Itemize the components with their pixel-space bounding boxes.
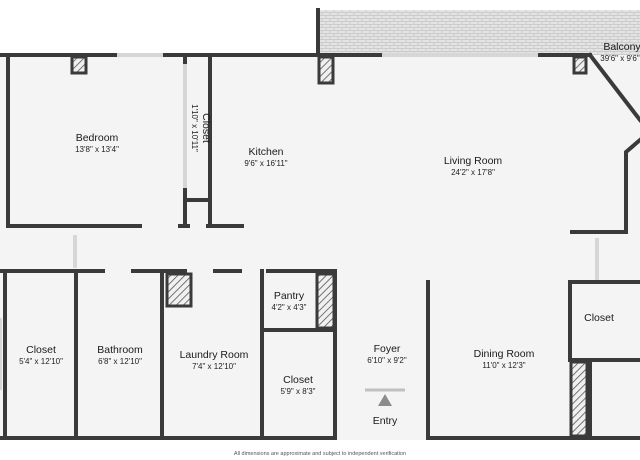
- dining-room-dim: 11'0" x 12'3": [482, 361, 525, 370]
- closet-right-name: Closet: [584, 312, 614, 324]
- balcony-dim: 39'6" x 9'6": [600, 54, 640, 63]
- closet-bedroom-dim: 1'10" x 10'11": [190, 104, 199, 152]
- bedroom-dim: 13'8" x 13'4": [75, 145, 119, 154]
- kitchen-name: Kitchen: [248, 146, 283, 158]
- foyer-dim: 6'10" x 9'2": [367, 356, 407, 365]
- balcony-area: [318, 10, 640, 55]
- structural-columns: [70, 55, 589, 438]
- laundry-room-name: Laundry Room: [180, 349, 249, 361]
- windows: [0, 53, 599, 390]
- entry-name: Entry: [373, 415, 398, 427]
- pantry-name: Pantry: [274, 290, 305, 302]
- pantry-dim: 4'2" x 4'3": [272, 303, 307, 312]
- entry-door: [365, 388, 405, 406]
- balcony-name: Balcony: [603, 41, 640, 53]
- living-room-name: Living Room: [444, 155, 503, 167]
- foyer-name: Foyer: [374, 343, 401, 355]
- closet-left-dim: 5'4" x 12'10": [19, 357, 63, 366]
- disclaimer-footnote: All dimensions are approximate and subje…: [234, 451, 406, 457]
- closet-hall-dim: 5'9" x 8'3": [281, 387, 316, 396]
- living-room-dim: 24'2" x 17'8": [451, 168, 495, 177]
- closet-hall-name: Closet: [283, 374, 313, 386]
- bathroom-dim: 6'8" x 12'10": [98, 357, 142, 366]
- closet-bedroom-name: Closet: [200, 113, 212, 143]
- bedroom-name: Bedroom: [76, 132, 119, 144]
- dining-room-name: Dining Room: [474, 348, 535, 360]
- kitchen-dim: 9'6" x 16'11": [244, 159, 287, 168]
- bathroom-name: Bathroom: [97, 344, 143, 356]
- laundry-room-dim: 7'4" x 12'10": [192, 362, 236, 371]
- interior-floor: [0, 55, 640, 440]
- room-labels: Bedroom 13'8" x 13'4" Closet 1'10" x 10'…: [19, 41, 640, 457]
- entry-arrow-icon: [378, 394, 392, 406]
- closet-left-name: Closet: [26, 344, 56, 356]
